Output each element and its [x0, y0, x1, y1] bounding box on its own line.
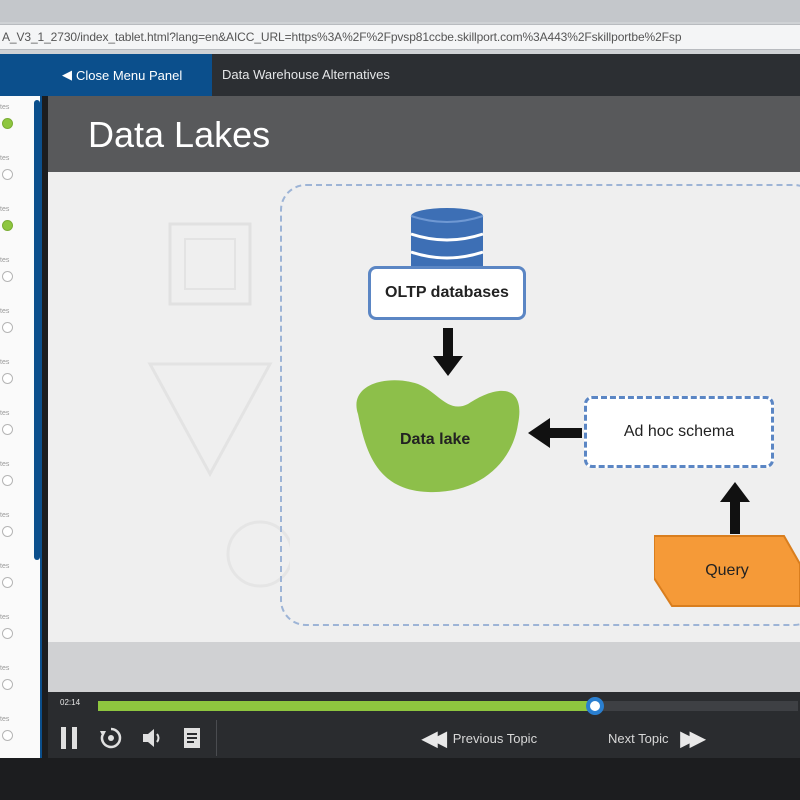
incomplete-status-icon: [2, 169, 13, 180]
menu-panel: tes tes tes tes tes tes tes tes tes tes tes tes tes: [0, 96, 42, 758]
address-bar[interactable]: A_V3_1_2730/index_tablet.html?lang=en&AI…: [0, 24, 800, 50]
replay-icon: [100, 727, 122, 749]
slide: Data Lakes OLTP databases: [48, 96, 800, 692]
menu-item[interactable]: tes: [0, 308, 32, 344]
menu-item-label: tes: [0, 614, 10, 621]
menu-item[interactable]: tes: [0, 104, 32, 140]
menu-item-label: tes: [0, 665, 10, 672]
menu-item-label: tes: [0, 104, 10, 111]
pause-icon-bar: [72, 727, 77, 749]
browser-tabstrip: [0, 0, 800, 22]
arrow-up-icon: [720, 482, 750, 534]
menu-item-label: tes: [0, 563, 10, 570]
ad-hoc-schema-box: Ad hoc schema: [584, 396, 774, 468]
data-lake-label: Data lake: [400, 431, 471, 448]
menu-item[interactable]: tes: [0, 257, 32, 293]
menu-item-label: tes: [0, 461, 10, 468]
app-top-nav: ◀ Close Menu Panel Data Warehouse Altern…: [0, 54, 800, 96]
menu-item[interactable]: tes: [0, 614, 32, 650]
oltp-databases-box: OLTP databases: [368, 266, 526, 320]
progress-scrubber[interactable]: [586, 697, 604, 715]
timecode: 02:14: [60, 698, 81, 707]
menu-item-label: tes: [0, 308, 10, 315]
nav-left-edge: [0, 54, 50, 96]
course-title: Data Warehouse Alternatives: [222, 67, 390, 82]
complete-status-icon: [2, 220, 13, 231]
menu-item[interactable]: tes: [0, 461, 32, 497]
menu-item[interactable]: tes: [0, 155, 32, 191]
address-url[interactable]: A_V3_1_2730/index_tablet.html?lang=en&AI…: [2, 30, 682, 44]
pause-button[interactable]: [56, 724, 82, 752]
player-controls: 02:14: [48, 692, 800, 758]
document-icon: [184, 728, 200, 748]
menu-item[interactable]: tes: [0, 665, 32, 701]
incomplete-status-icon: [2, 730, 13, 741]
volume-button[interactable]: [140, 724, 166, 752]
incomplete-status-icon: [2, 577, 13, 588]
incomplete-status-icon: [2, 424, 13, 435]
menu-item[interactable]: tes: [0, 410, 32, 446]
double-chevron-right-icon: ▶▶: [680, 727, 705, 750]
menu-item-label: tes: [0, 206, 10, 213]
menu-scrollbar[interactable]: [34, 100, 40, 560]
menu-item-label: tes: [0, 512, 10, 519]
controls-separator: [216, 720, 217, 756]
chevron-left-icon: ◀: [62, 67, 72, 82]
menu-item[interactable]: tes: [0, 512, 32, 548]
menu-item-label: tes: [0, 716, 10, 723]
arrow-left-icon: [528, 418, 582, 448]
oltp-label: OLTP databases: [385, 284, 509, 301]
arrow-down-icon: [433, 328, 463, 376]
incomplete-status-icon: [2, 679, 13, 690]
incomplete-status-icon: [2, 475, 13, 486]
incomplete-status-icon: [2, 271, 13, 282]
background-watermark-icon: [147, 222, 290, 588]
next-topic-label: Next Topic: [608, 730, 669, 746]
transcript-button[interactable]: [180, 724, 204, 752]
slide-title: Data Lakes: [88, 114, 271, 155]
close-menu-label: Close Menu Panel: [76, 67, 183, 83]
menu-item[interactable]: tes: [0, 206, 32, 242]
slide-footer: [48, 642, 800, 692]
incomplete-status-icon: [2, 322, 13, 333]
menu-item-label: tes: [0, 155, 10, 162]
bottom-bezel: [0, 758, 800, 800]
slide-header: Data Lakes: [48, 96, 800, 172]
previous-topic-button[interactable]: ◀◀ Previous Topic: [422, 722, 537, 754]
progress-track[interactable]: [98, 697, 798, 715]
incomplete-status-icon: [2, 373, 13, 384]
incomplete-status-icon: [2, 526, 13, 537]
incomplete-status-icon: [2, 628, 13, 639]
menu-item[interactable]: tes: [0, 716, 32, 752]
progress-fill: [98, 701, 595, 711]
query-label: Query: [705, 562, 749, 579]
double-chevron-left-icon: ◀◀: [422, 727, 447, 750]
next-topic-button[interactable]: Next Topic ▶▶: [608, 722, 705, 754]
menu-item-label: tes: [0, 359, 10, 366]
previous-topic-label: Previous Topic: [452, 730, 538, 746]
menu-item-label: tes: [0, 257, 10, 264]
diagram-frame: [280, 184, 800, 626]
menu-item[interactable]: tes: [0, 359, 32, 395]
query-shape: [654, 535, 800, 607]
complete-status-icon: [2, 118, 13, 129]
volume-icon: [143, 729, 160, 747]
data-lake-shape: [356, 380, 520, 493]
menu-item-label: tes: [0, 410, 10, 417]
menu-item[interactable]: tes: [0, 563, 32, 599]
adhoc-label: Ad hoc schema: [623, 423, 735, 440]
browser-toolbar: A_V3_1_2730/index_tablet.html?lang=en&AI…: [0, 0, 800, 54]
replay-button[interactable]: [96, 724, 126, 752]
pause-icon: [61, 727, 66, 749]
close-menu-panel-button[interactable]: ◀ Close Menu Panel: [50, 54, 212, 96]
